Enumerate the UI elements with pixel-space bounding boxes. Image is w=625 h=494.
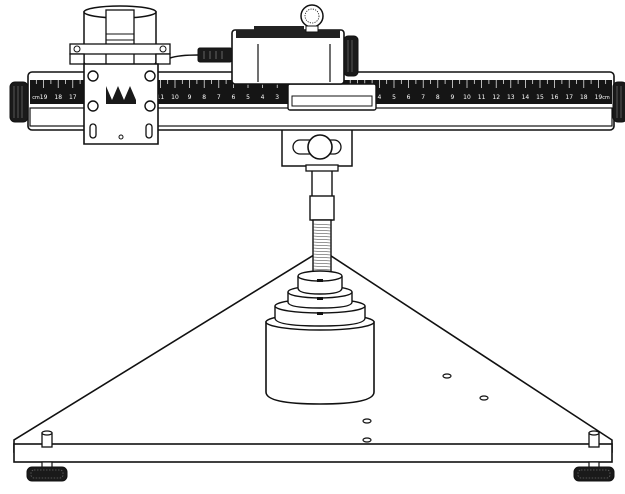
thread-line [312, 235, 332, 238]
ruler-label: 13 [507, 94, 515, 101]
base-plate-edge [13, 443, 613, 463]
sensor-carriage[interactable] [287, 83, 377, 111]
left-leveling-foot [26, 461, 68, 482]
base-hole [479, 395, 489, 401]
left-corner-post [41, 430, 53, 448]
right-leveling-foot [573, 461, 615, 482]
ruler-label: 11 [157, 94, 165, 101]
thread-line [312, 250, 332, 253]
thread-line [312, 223, 332, 226]
ruler-unit-left: cm [32, 95, 40, 101]
sensor-top-knob[interactable] [300, 4, 324, 28]
ruler-label: 15 [536, 94, 544, 101]
left-holder [69, 5, 171, 145]
threaded-rod [309, 167, 335, 283]
ruler-label: 10 [171, 94, 179, 101]
thread-line [312, 229, 332, 232]
sensor-cable [169, 54, 199, 59]
ruler-unit-right: cm [602, 95, 610, 101]
ruler-label: 9 [450, 94, 454, 101]
ruler-label: 9 [188, 94, 192, 101]
ruler-label: 7 [421, 94, 425, 101]
thread-line [312, 265, 332, 268]
center-clamp [281, 127, 353, 172]
thread-line [312, 253, 332, 256]
ruler-label: 16 [551, 94, 559, 101]
thread-line [312, 238, 332, 241]
thread-line [312, 247, 332, 250]
ruler-label: 19 [595, 94, 603, 101]
base-hole [362, 418, 372, 424]
thread-line [312, 244, 332, 247]
ruler-label: 4 [377, 94, 381, 101]
base-hole [442, 373, 452, 379]
sensor-side-knob[interactable] [343, 35, 359, 77]
ruler-label: 3 [275, 94, 279, 101]
ruler-label: 11 [478, 94, 486, 101]
ruler-label: 12 [492, 94, 500, 101]
thread-line [312, 259, 332, 262]
ruler-label: 18 [580, 94, 588, 101]
ruler-label: 14 [522, 94, 530, 101]
ruler-label: 6 [407, 94, 411, 101]
thread-line [312, 241, 332, 244]
cable-connector [197, 47, 233, 63]
thread-line [312, 262, 332, 265]
base-hole [362, 437, 372, 443]
ruler-label: 7 [217, 94, 221, 101]
ruler-label: 5 [392, 94, 396, 101]
ruler-label: 19 [40, 94, 48, 101]
sensor-box [169, 4, 359, 85]
right-end-knob[interactable] [612, 81, 625, 123]
weight-stack [265, 270, 375, 405]
ruler-label: 5 [246, 94, 250, 101]
ruler-label: 10 [463, 94, 471, 101]
left-end-knob[interactable] [9, 81, 29, 123]
ruler-label: 4 [261, 94, 265, 101]
ruler-label: 17 [69, 94, 77, 101]
clamp-knob[interactable] [307, 134, 333, 160]
ruler-label: 18 [54, 94, 62, 101]
right-corner-post [588, 430, 600, 448]
thread-line [312, 232, 332, 235]
thread-line [312, 268, 332, 271]
ruler-label: 8 [436, 94, 440, 101]
ruler-label: 6 [231, 94, 235, 101]
thread-line [312, 226, 332, 229]
ruler-label: 17 [565, 94, 573, 101]
thread-line [312, 256, 332, 259]
counterweight-body [265, 321, 375, 405]
ruler-label: 8 [202, 94, 206, 101]
